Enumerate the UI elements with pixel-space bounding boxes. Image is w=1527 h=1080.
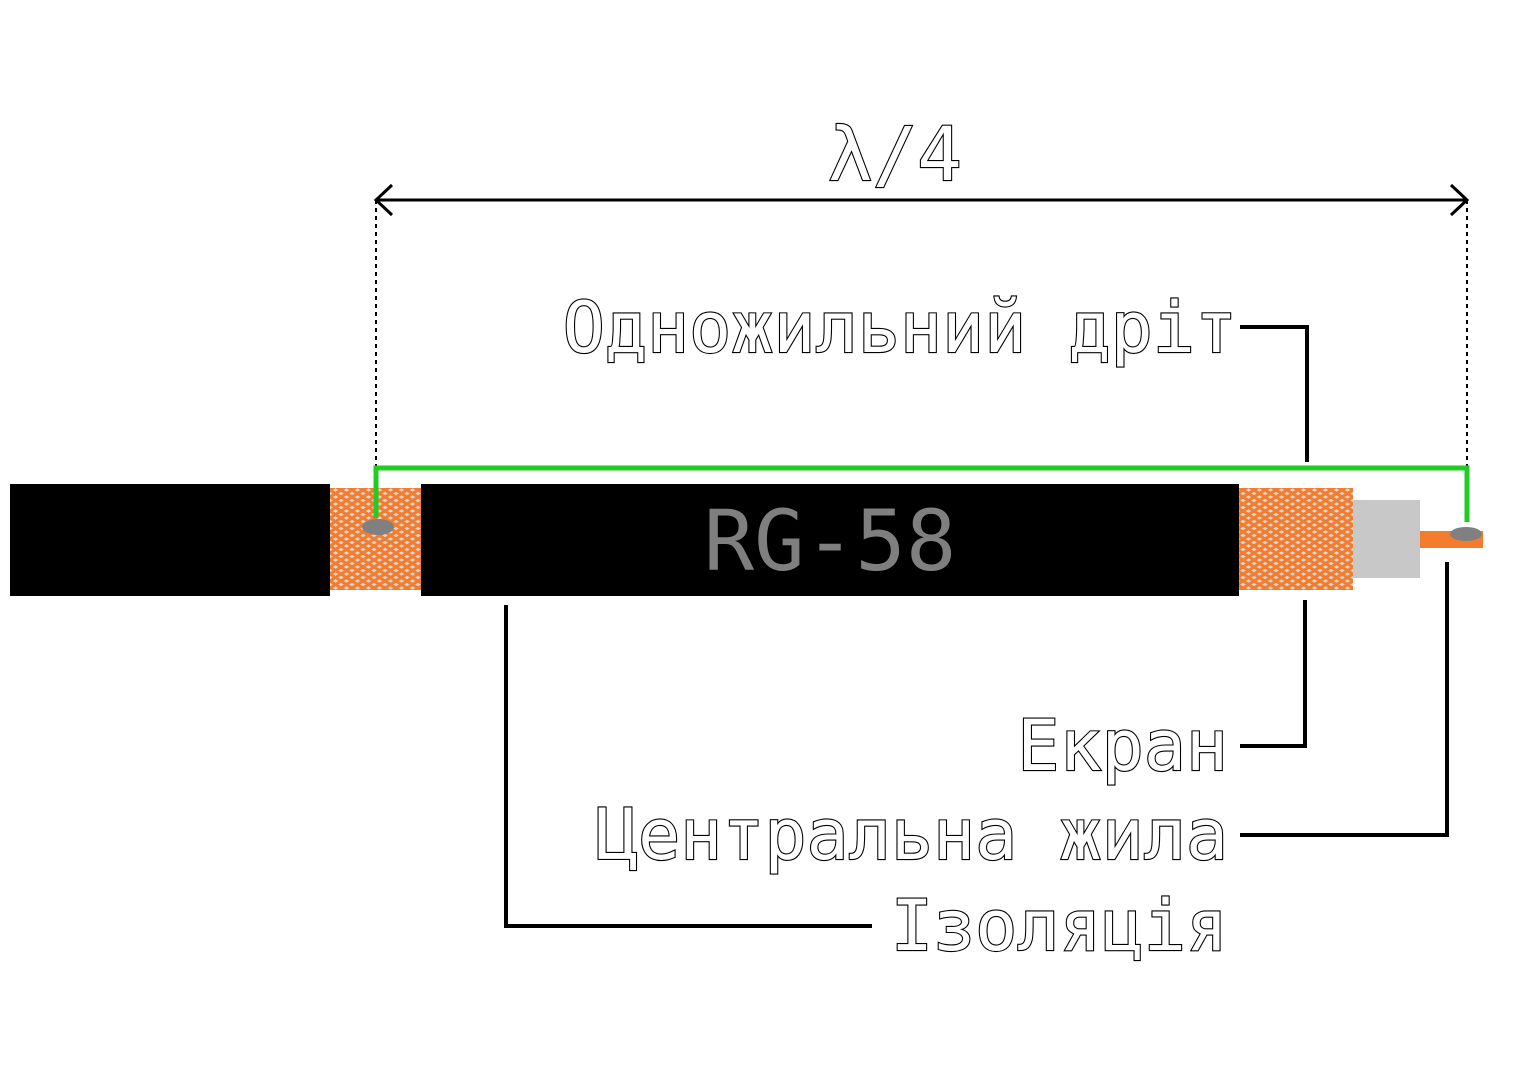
dimension-marker: λ/4 [373, 111, 1470, 468]
label-insulation: Ізоляція [891, 885, 1228, 967]
dimension-label: λ/4 [828, 112, 962, 198]
cable-type-label: RG-58 [704, 492, 957, 590]
callout-line-single-wire [1240, 325, 1309, 462]
label-shield: Екран [1017, 705, 1228, 787]
callout-line-insulation [504, 605, 872, 928]
label-center-conductor: Центральна жила [596, 794, 1228, 876]
cable-jacket-main [421, 484, 1239, 596]
cable-jacket-left [10, 484, 330, 596]
dielectric [1353, 500, 1420, 578]
exposed-braid-right [1239, 488, 1353, 590]
coax-cable: RG-58 [10, 484, 1483, 596]
label-single-wire: Одножильний дріт [563, 287, 1237, 369]
solder-point-right [1450, 527, 1482, 541]
single-wire [373, 465, 1470, 522]
callout-line-shield [1240, 600, 1307, 748]
callout-line-center-conductor [1240, 562, 1449, 837]
callout-lines [504, 325, 1449, 928]
solder-point-left [362, 519, 394, 535]
